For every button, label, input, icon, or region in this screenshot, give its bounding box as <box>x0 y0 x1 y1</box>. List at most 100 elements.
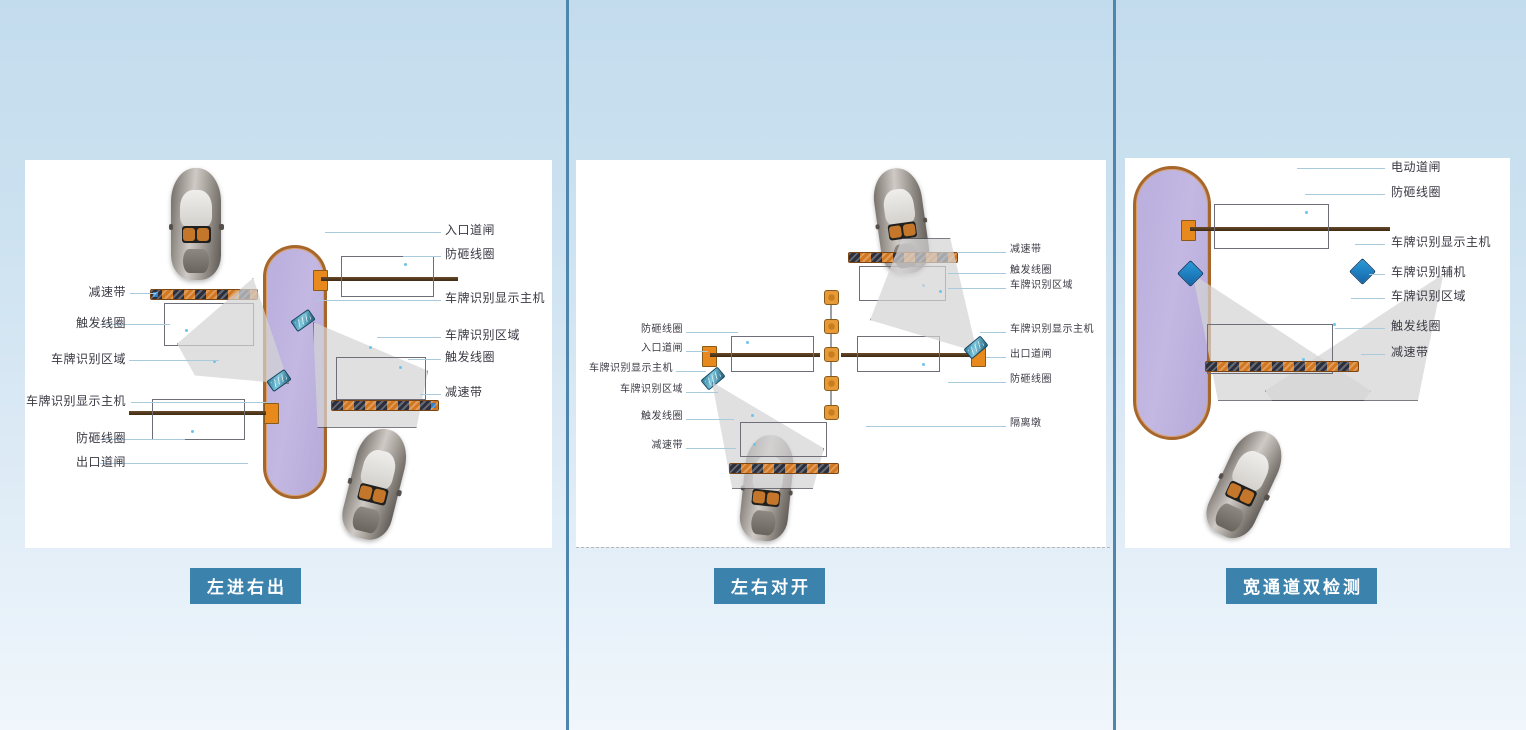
traffic-island <box>1133 166 1211 440</box>
label-recognition-zone: 车牌识别区域 <box>620 384 683 395</box>
loop-dot <box>922 363 925 366</box>
loop-dot <box>191 430 194 433</box>
label-electric-gate: 电动道闸 <box>1391 160 1442 174</box>
loop-dot <box>746 341 749 344</box>
speed-bump-lower <box>729 463 839 474</box>
panel-wide-lane-dual-detect-card: 电动道闸 防砸线圈 车牌识别显示主机 车牌识别辅机 车牌识别区域 触发线圈 减速… <box>1125 158 1510 548</box>
label-exit-gate: 出口道闸 <box>75 455 126 469</box>
loop-dot <box>185 329 188 332</box>
panel-divider-1 <box>566 0 569 730</box>
label-entry-gate: 入口道闸 <box>641 343 683 354</box>
caption-left-right-opposite[interactable]: 左右对开 <box>714 568 825 604</box>
car-roof <box>180 190 212 229</box>
leader-line <box>315 300 441 301</box>
label-speed-bump: 减速带 <box>651 440 683 451</box>
leader-line <box>1369 274 1385 275</box>
recognition-zone-dot-upper <box>939 290 942 293</box>
car-mirror-left <box>168 224 173 230</box>
entry-anti-smash-loop <box>731 336 814 372</box>
leader-line <box>866 426 1006 427</box>
label-speed-bump-left: 减速带 <box>88 285 126 299</box>
panel-left-in-right-out-card: 减速带 触发线圈 车牌识别区域 车牌识别显示主机 防砸线圈 出口道闸 入口道闸 … <box>25 160 552 548</box>
label-anti-smash-loop-right: 防砸线圈 <box>445 247 496 261</box>
car-hood <box>749 509 777 536</box>
car-seats <box>181 226 211 244</box>
speed-bump-right <box>331 400 439 411</box>
leader-line <box>100 439 185 440</box>
car-seats <box>751 488 781 508</box>
car-hood <box>183 248 209 274</box>
label-exit-gate: 出口道闸 <box>1010 349 1052 360</box>
label-lpr-host-left: 车牌识别显示主机 <box>25 394 126 408</box>
exit-gate-arm <box>841 353 973 357</box>
leader-line <box>686 351 708 352</box>
leader-line <box>686 419 734 420</box>
label-lpr-host: 车牌识别显示主机 <box>589 363 673 374</box>
leader-line <box>325 232 441 233</box>
exit-gate-arm <box>129 411 266 415</box>
leader-line <box>676 371 706 372</box>
panel-left-right-opposite-card: 防砸线圈 入口道闸 车牌识别显示主机 车牌识别区域 触发线圈 减速带 减速带 触… <box>576 160 1106 547</box>
label-isolation-pillar: 隔离墩 <box>1010 418 1042 429</box>
label-lpr-aux-camera: 车牌识别辅机 <box>1391 265 1467 279</box>
caption-wide-lane-dual-detect[interactable]: 宽通道双检测 <box>1226 568 1377 604</box>
aux-camera-right <box>1349 258 1376 285</box>
trigger-loop-right <box>336 357 426 400</box>
gate-arm <box>1190 227 1390 231</box>
label-trigger-loop-upper: 触发线圈 <box>1010 265 1052 276</box>
leader-line <box>130 293 156 294</box>
label-trigger-loop-right: 触发线圈 <box>445 350 496 364</box>
isolation-pillar <box>824 319 839 334</box>
label-entry-gate: 入口道闸 <box>445 223 496 237</box>
label-recognition-zone-right: 车牌识别区域 <box>445 328 521 342</box>
loop-dot <box>399 366 402 369</box>
caption-left-in-right-out[interactable]: 左进右出 <box>190 568 301 604</box>
panel-divider-2 <box>1113 0 1116 730</box>
entry-anti-smash-loop <box>341 256 434 297</box>
loop-dot <box>404 263 407 266</box>
leader-line <box>980 332 1006 333</box>
car-mirror-right <box>219 224 224 230</box>
leader-line <box>1361 354 1385 355</box>
loop-dot <box>1302 358 1305 361</box>
leader-line <box>420 394 441 395</box>
leader-line <box>686 392 718 393</box>
loop-dot <box>753 443 756 446</box>
label-lpr-host: 车牌识别显示主机 <box>1391 235 1492 249</box>
label-anti-smash-loop-left: 防砸线圈 <box>75 431 126 445</box>
leader-line <box>129 360 219 361</box>
car-mirror-right <box>1263 493 1270 501</box>
leader-line <box>408 359 441 360</box>
car-mirror-right <box>922 217 928 224</box>
isolation-pillar <box>824 376 839 391</box>
label-trigger-loop: 触发线圈 <box>641 411 683 422</box>
label-speed-bump-right: 减速带 <box>445 385 483 399</box>
leader-line <box>377 337 441 338</box>
leader-line <box>948 288 1006 289</box>
exit-gate-post <box>264 403 279 424</box>
exit-anti-smash-loop <box>152 399 245 440</box>
label-anti-smash-loop: 防砸线圈 <box>641 324 683 335</box>
isolation-pillar <box>824 347 839 362</box>
car-mirror-right <box>395 489 402 497</box>
anti-smash-loop <box>1214 204 1329 249</box>
recognition-zone-dot-left <box>213 360 216 363</box>
trigger-loop-lower <box>740 422 827 457</box>
recognition-zone-dot-lower <box>751 414 754 417</box>
leader-line <box>100 324 170 325</box>
car-bottom <box>1198 422 1292 546</box>
label-anti-smash-loop: 防砸线圈 <box>1391 185 1442 199</box>
car-mirror-right <box>788 490 794 497</box>
recognition-zone-dot <box>1333 323 1336 326</box>
label-recognition-zone-upper: 车牌识别区域 <box>1010 280 1073 291</box>
leader-line <box>686 332 738 333</box>
label-lpr-host-right: 车牌识别显示主机 <box>445 291 546 305</box>
speed-bump-cap <box>431 403 436 408</box>
label-trigger-loop: 触发线圈 <box>1391 319 1442 333</box>
leader-line <box>403 256 441 257</box>
label-speed-bump: 减速带 <box>1391 345 1429 359</box>
label-recognition-zone: 车牌识别区域 <box>1391 289 1467 303</box>
leader-line <box>1305 194 1385 195</box>
car-top <box>168 168 224 280</box>
label-recognition-zone-left: 车牌识别区域 <box>50 352 126 366</box>
